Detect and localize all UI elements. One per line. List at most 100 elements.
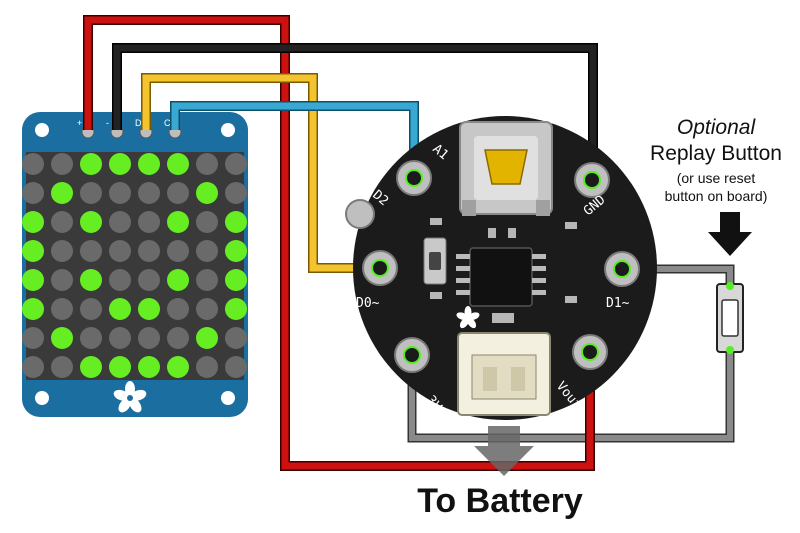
wire-blue-clock-inner — [171, 102, 418, 178]
led-pixel-off — [196, 269, 218, 291]
led-pixel-on — [167, 153, 189, 175]
led-pixel-off — [51, 240, 73, 262]
led-pixel-off — [196, 298, 218, 320]
header-pin-label: D — [135, 118, 142, 128]
led-pixel-off — [138, 269, 160, 291]
pad-d2 — [345, 199, 375, 229]
gemma-board: A1 D2 GND D0~ D1~ 3Vo Vout — [345, 116, 657, 421]
led-pixel-on — [225, 240, 247, 262]
led-pixel-on — [225, 298, 247, 320]
led-pixel-off — [51, 298, 73, 320]
wire-red-power-inner — [84, 16, 594, 470]
replay-button-cap — [721, 299, 739, 337]
adafruit-logo-icon — [113, 381, 147, 413]
led-pixel-off — [109, 327, 131, 349]
pad-3vo — [394, 337, 430, 373]
smd-part — [430, 218, 442, 225]
led-pixel-on — [167, 211, 189, 233]
led-pixel-off — [22, 327, 44, 349]
replay-button-pin — [726, 282, 734, 290]
label-note-line1: (or use reset — [677, 170, 756, 186]
led-pixel-on — [80, 269, 102, 291]
led-pixel-off — [196, 211, 218, 233]
led-pixel-on — [138, 298, 160, 320]
microcontroller-chip — [456, 247, 546, 307]
led-pixel-off — [51, 211, 73, 233]
smd-part — [508, 228, 516, 238]
smd-part — [488, 228, 496, 238]
header-pin-label: C — [164, 118, 171, 128]
smd-part — [565, 222, 577, 229]
led-pixel-off — [51, 153, 73, 175]
label-optional: Optional — [677, 116, 757, 139]
pad-label-d0: D0~ — [356, 296, 380, 311]
led-pixel-on — [225, 211, 247, 233]
led-pixel-off — [138, 211, 160, 233]
wire-gray-3vo-to-button-inner — [409, 352, 733, 441]
usb-connector — [459, 121, 553, 216]
led-pixel-off — [80, 298, 102, 320]
wire-gray-d1-to-button-inner — [622, 266, 733, 286]
pad-gnd — [574, 162, 610, 198]
led-pixel-on — [22, 240, 44, 262]
led-pixel-on — [138, 153, 160, 175]
mounting-hole — [221, 123, 235, 137]
led-pixel-off — [196, 153, 218, 175]
label-note-line2: button on board) — [665, 188, 768, 204]
led-pixel-off — [167, 298, 189, 320]
pad-d0 — [362, 250, 398, 286]
led-pixel-on — [196, 182, 218, 204]
led-pixel-off — [22, 182, 44, 204]
pixel-grid — [22, 153, 247, 378]
battery-arrow-icon — [474, 426, 534, 476]
battery-connector — [457, 332, 551, 416]
led-pixel-on — [138, 356, 160, 378]
led-pixel-off — [22, 356, 44, 378]
led-pixel-on — [51, 182, 73, 204]
mounting-hole — [35, 123, 49, 137]
header-pin-label: - — [106, 118, 109, 128]
led-pixel-on — [22, 269, 44, 291]
led-pixel-on — [22, 298, 44, 320]
mounting-hole — [221, 391, 235, 405]
smd-part — [492, 313, 514, 323]
led-pixel-off — [167, 182, 189, 204]
led-pixel-on — [225, 269, 247, 291]
led-pixel-on — [196, 327, 218, 349]
led-pixel-off — [225, 182, 247, 204]
adafruit-logo-icon — [456, 306, 480, 329]
led-pixel-off — [196, 240, 218, 262]
arrow-down-icon — [708, 212, 752, 256]
wire-yellow-data-inner — [142, 74, 380, 272]
led-pixel-on — [80, 211, 102, 233]
led-pixel-off — [167, 327, 189, 349]
led-matrix-board: + - D C — [22, 112, 248, 417]
label-to-battery: To Battery — [417, 482, 583, 520]
led-pixel-on — [167, 269, 189, 291]
pad-vout — [572, 334, 608, 370]
led-pixel-off — [138, 182, 160, 204]
led-pixel-off — [51, 269, 73, 291]
led-pixel-off — [196, 356, 218, 378]
led-pixel-off — [138, 240, 160, 262]
led-pixel-off — [167, 240, 189, 262]
pad-d1 — [604, 251, 640, 287]
led-pixel-off — [109, 240, 131, 262]
wire-black-ground-inner — [113, 44, 597, 180]
led-pixel-off — [80, 182, 102, 204]
label-replay-button: Replay Button — [650, 142, 782, 165]
led-pixel-on — [109, 298, 131, 320]
led-pixel-off — [22, 153, 44, 175]
led-pixel-off — [225, 153, 247, 175]
led-pixel-off — [80, 327, 102, 349]
header-pin-label: + — [77, 118, 82, 128]
led-pixel-off — [51, 356, 73, 378]
led-pixel-off — [109, 269, 131, 291]
led-pixel-on — [167, 356, 189, 378]
pad-a1 — [396, 160, 432, 196]
led-pixel-off — [225, 356, 247, 378]
smd-part — [565, 296, 577, 303]
smd-part — [430, 292, 442, 299]
led-pixel-on — [109, 153, 131, 175]
